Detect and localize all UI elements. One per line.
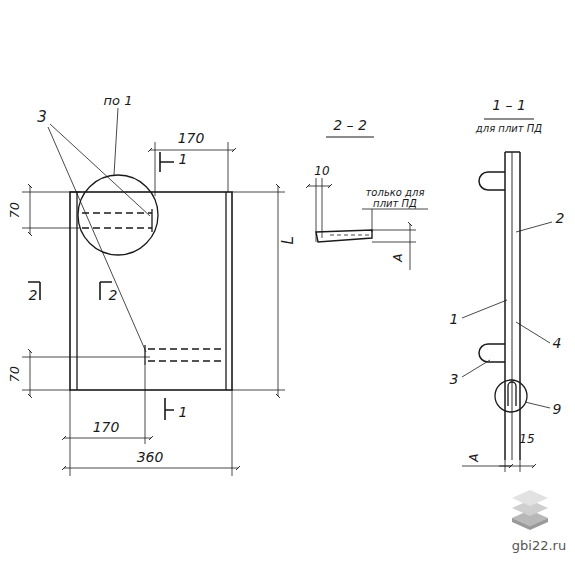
logo-icon <box>512 490 548 530</box>
section-mark: 2 <box>29 288 38 303</box>
callout-label: по 1 <box>104 94 133 108</box>
dimension: 170 <box>93 420 120 435</box>
dimension: 10 <box>314 165 329 178</box>
dimension: А <box>391 254 404 262</box>
dimension: 170 <box>178 131 205 146</box>
note: только для плит ПД <box>363 187 427 209</box>
plate-outline <box>70 192 232 390</box>
callout-number: 2 <box>556 211 565 226</box>
callout-number: 1 <box>450 312 459 327</box>
callout-number: 4 <box>553 336 562 351</box>
dimension: 70 <box>8 366 22 383</box>
section-mark: 1 <box>179 152 188 167</box>
dimension: А <box>467 454 480 462</box>
section-title: 2 – 2 <box>333 118 367 133</box>
dimension: L <box>280 236 297 244</box>
section-title: 1 – 1 <box>492 98 526 113</box>
dimension: 15 <box>519 433 534 446</box>
dimension: 360 <box>137 450 164 465</box>
note: для плит ПД <box>476 123 542 134</box>
callout-number: 3 <box>450 372 459 387</box>
section-mark: 1 <box>179 405 188 420</box>
watermark: gbi22.ru <box>512 539 566 553</box>
callout-number: 3 <box>37 109 47 126</box>
dimension: 70 <box>8 202 22 219</box>
section-mark: 2 <box>109 288 118 303</box>
callout-number: 9 <box>553 402 562 417</box>
